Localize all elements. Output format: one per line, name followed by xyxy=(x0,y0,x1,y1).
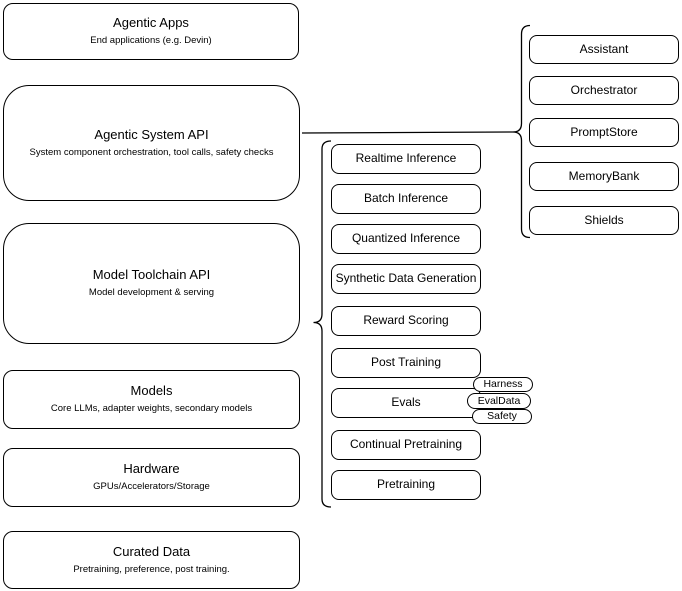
node-subtitle: Pretraining, preference, post training. xyxy=(73,563,230,575)
node-continual-pretraining: Continual Pretraining xyxy=(331,430,481,460)
node-evals: Evals xyxy=(331,388,481,418)
node-hardware: Hardware GPUs/Accelerators/Storage xyxy=(3,448,300,507)
node-title: Hardware xyxy=(123,461,180,477)
tag-safety: Safety xyxy=(472,409,532,424)
node-models: Models Core LLMs, adapter weights, secon… xyxy=(3,370,300,429)
node-realtime-inference: Realtime Inference xyxy=(331,144,481,174)
node-synthetic-data-generation: Synthetic Data Generation xyxy=(331,264,481,294)
system-brace-icon xyxy=(512,24,531,239)
node-subtitle: End applications (e.g. Devin) xyxy=(90,35,212,47)
node-batch-inference: Batch Inference xyxy=(331,184,481,214)
node-agentic-system-api: Agentic System API System component orch… xyxy=(3,85,300,201)
node-quantized-inference: Quantized Inference xyxy=(331,224,481,254)
node-title: Agentic System API xyxy=(94,126,209,142)
node-subtitle: System component orchestration, tool cal… xyxy=(29,146,274,158)
node-title: Curated Data xyxy=(112,543,191,559)
node-curated-data: Curated Data Pretraining, preference, po… xyxy=(3,531,300,589)
node-pretraining: Pretraining xyxy=(331,470,481,500)
node-promptstore: PromptStore xyxy=(529,118,679,147)
node-memorybank: MemoryBank xyxy=(529,162,679,191)
tag-harness: Harness xyxy=(473,377,533,392)
node-agentic-apps: Agentic Apps End applications (e.g. Devi… xyxy=(3,3,299,60)
toolchain-brace-icon xyxy=(313,140,332,508)
node-reward-scoring: Reward Scoring xyxy=(331,306,481,336)
tag-evaldata: EvalData xyxy=(467,393,531,409)
node-shields: Shields xyxy=(529,206,679,235)
node-subtitle: GPUs/Accelerators/Storage xyxy=(93,481,210,493)
node-title: Agentic Apps xyxy=(113,15,189,31)
node-subtitle: Core LLMs, adapter weights, secondary mo… xyxy=(50,403,253,415)
api-to-system-line xyxy=(301,131,514,134)
node-post-training: Post Training xyxy=(331,348,481,378)
node-title: Model Toolchain API xyxy=(92,267,211,283)
node-assistant: Assistant xyxy=(529,35,679,64)
node-title: Models xyxy=(130,383,173,399)
node-orchestrator: Orchestrator xyxy=(529,76,679,105)
node-subtitle: Model development & serving xyxy=(88,287,215,299)
node-model-toolchain-api: Model Toolchain API Model development & … xyxy=(3,223,300,344)
